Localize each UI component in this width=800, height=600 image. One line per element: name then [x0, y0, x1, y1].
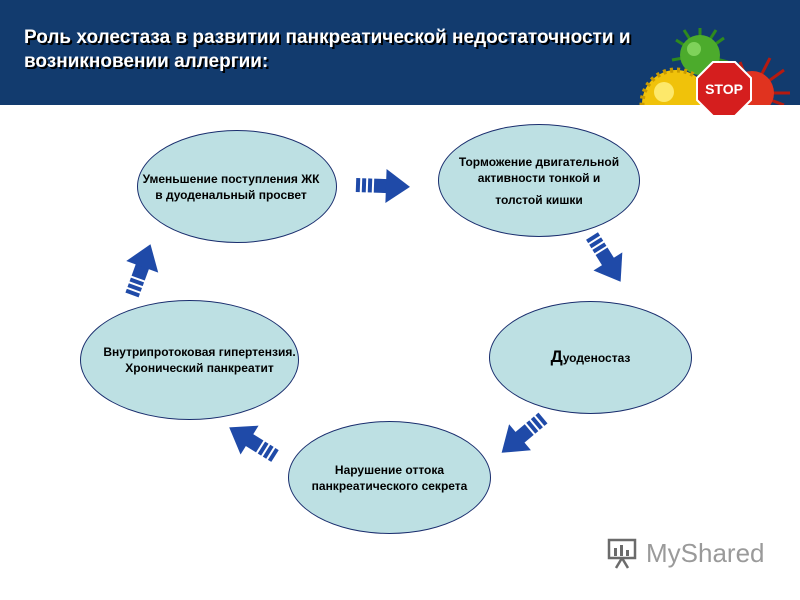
node-line: Уменьшение поступления ЖК: [142, 171, 320, 186]
node-initial: Д: [550, 347, 563, 366]
watermark: MyShared: [606, 536, 765, 570]
stop-sign-label: STOP: [705, 81, 743, 97]
cycle-node-hypertension: Внутрипротоковая гипертензия. Хронически…: [80, 300, 299, 420]
node-line: толстой кишки: [495, 192, 583, 207]
node-line: Внутрипротоковая гипертензия.: [103, 345, 296, 359]
arrow-icon: [577, 226, 636, 291]
node-line: уоденостаз: [562, 351, 631, 365]
node-line: Торможение двигательной: [458, 154, 620, 169]
arrow-icon: [355, 168, 411, 204]
arrow-icon: [490, 404, 554, 466]
node-line: Хронический панкреатит: [125, 361, 274, 375]
watermark-text: MyShared: [646, 537, 765, 568]
node-line: панкреатического секрета: [311, 478, 468, 493]
slide-title: Роль холестаза в развитии панкреатическо…: [24, 27, 631, 72]
arrow-icon: [116, 238, 167, 301]
node-line: в дуоденальный просвет: [155, 187, 307, 202]
arrow-icon: [220, 412, 285, 471]
cycle-node-motility-inhibition: Торможение двигательной активности тонко…: [438, 124, 640, 237]
stop-sign-icon: STOP: [696, 61, 752, 117]
node-line: активности тонкой и: [477, 170, 601, 185]
cycle-node-reduced-bile-flow: Уменьшение поступления ЖК в дуоденальный…: [137, 130, 337, 243]
node-line: Нарушение оттока: [334, 462, 445, 477]
cycle-node-outflow-disorder: Нарушение оттока панкреатического секрет…: [288, 421, 491, 534]
myshared-logo-icon: [607, 538, 637, 569]
cycle-node-duodenostasis: Дуоденостаз: [489, 301, 692, 414]
